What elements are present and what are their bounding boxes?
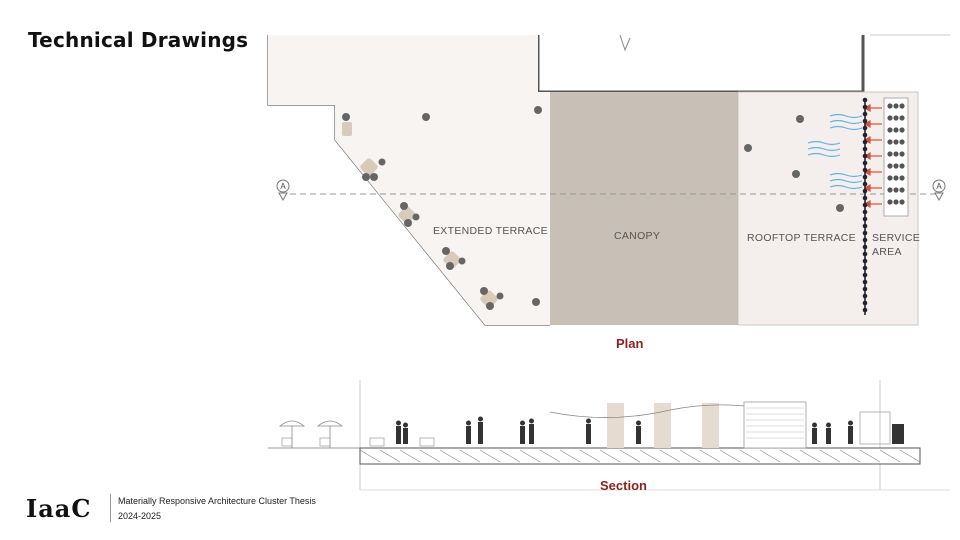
- truss-member: [859, 449, 881, 463]
- rail-dot: [862, 181, 868, 187]
- truss-member: [799, 449, 821, 463]
- rail-dot: [862, 293, 868, 299]
- rail-dot: [862, 279, 868, 285]
- rail-dot: [862, 153, 868, 159]
- truss-member: [719, 449, 741, 463]
- truss-member: [479, 449, 501, 463]
- rail-dot: [862, 216, 868, 222]
- section-canopy-panels: [607, 403, 719, 448]
- truss-member: [519, 449, 541, 463]
- rail-dot: [862, 174, 868, 180]
- truss-member: [759, 449, 781, 463]
- existing-building-wall: [536, 35, 865, 94]
- footer-thesis-title: Materially Responsive Architecture Clust…: [118, 496, 316, 506]
- plan-caption: Plan: [616, 336, 644, 351]
- slide-title: Technical Drawings: [28, 28, 249, 52]
- canopy-area: [550, 92, 738, 325]
- zone-label-service-area-2: AREA: [872, 246, 902, 258]
- rail-dot: [862, 202, 868, 208]
- truss-member: [559, 449, 581, 463]
- rail-dot: [862, 139, 868, 145]
- truss-member: [399, 449, 421, 463]
- rail-dot: [862, 230, 868, 236]
- truss-member: [499, 449, 521, 463]
- rail-dot: [862, 300, 868, 306]
- zone-label-service-area-1: SERVICE: [872, 232, 921, 244]
- rail-dot: [862, 111, 868, 117]
- break-line: [619, 34, 631, 52]
- section-marker-left-label: A: [280, 182, 286, 191]
- rail-dot: [862, 195, 868, 201]
- rail-dot: [862, 286, 868, 292]
- rail-dot: [862, 258, 868, 264]
- section-slab-truss: [359, 449, 921, 463]
- truss-member: [659, 449, 681, 463]
- section-caption: Section: [600, 478, 647, 493]
- truss-member: [819, 449, 841, 463]
- rail-dot: [862, 167, 868, 173]
- extended-terrace-area: [268, 35, 550, 325]
- plan-drawing: A A: [267, 34, 950, 326]
- rail-dot: [862, 223, 868, 229]
- service-rail-dots: [862, 97, 868, 313]
- truss-member: [679, 449, 701, 463]
- rail-dot: [862, 307, 868, 313]
- footer-divider: [110, 494, 111, 522]
- section-marker-left: A: [276, 179, 290, 202]
- rail-dot: [862, 209, 868, 215]
- section-people: [396, 416, 904, 444]
- rail-dot: [862, 132, 868, 138]
- iaac-logo: IaaC: [26, 494, 92, 523]
- footer-year: 2024-2025: [118, 511, 162, 521]
- truss-member: [699, 449, 721, 463]
- rail-dot: [862, 125, 868, 131]
- rail-dot: [862, 244, 868, 250]
- rail-dot: [862, 104, 868, 110]
- service-equipment-units: [887, 103, 905, 205]
- rail-dot: [862, 160, 868, 166]
- section-umbrellas: [278, 420, 344, 448]
- truss-member: [739, 449, 761, 463]
- section-slab: [359, 447, 921, 465]
- truss-member: [419, 449, 441, 463]
- truss-member: [839, 449, 861, 463]
- truss-member: [459, 449, 481, 463]
- truss-member: [439, 449, 461, 463]
- heat-arrows: [863, 103, 882, 209]
- rail-dot: [862, 265, 868, 271]
- truss-member: [539, 449, 561, 463]
- truss-member: [599, 449, 621, 463]
- rail-dot: [862, 272, 868, 278]
- airflow-arrows: [807, 113, 863, 190]
- section-marker-right: A: [932, 179, 946, 202]
- rail-dot: [862, 97, 868, 103]
- rail-dot: [862, 146, 868, 152]
- truss-member: [379, 449, 401, 463]
- section-furniture: [281, 411, 891, 447]
- truss-member: [899, 449, 921, 463]
- rail-dot: [862, 237, 868, 243]
- truss-member: [619, 449, 641, 463]
- truss-member: [579, 449, 601, 463]
- zone-label-canopy: CANOPY: [614, 230, 661, 242]
- zone-label-extended-terrace: EXTENDED TERRACE: [433, 225, 548, 237]
- people-figures: [342, 106, 844, 310]
- section-drawing: [268, 380, 950, 491]
- rail-dot: [862, 118, 868, 124]
- rail-dot: [862, 188, 868, 194]
- truss-member: [779, 449, 801, 463]
- truss-member: [879, 449, 901, 463]
- truss-member: [639, 449, 661, 463]
- truss-member: [359, 449, 381, 463]
- section-service-unit: [743, 401, 807, 449]
- rail-dot: [862, 251, 868, 257]
- section-marker-right-label: A: [936, 182, 942, 191]
- zone-label-rooftop-terrace: ROOFTOP TERRACE: [747, 232, 856, 244]
